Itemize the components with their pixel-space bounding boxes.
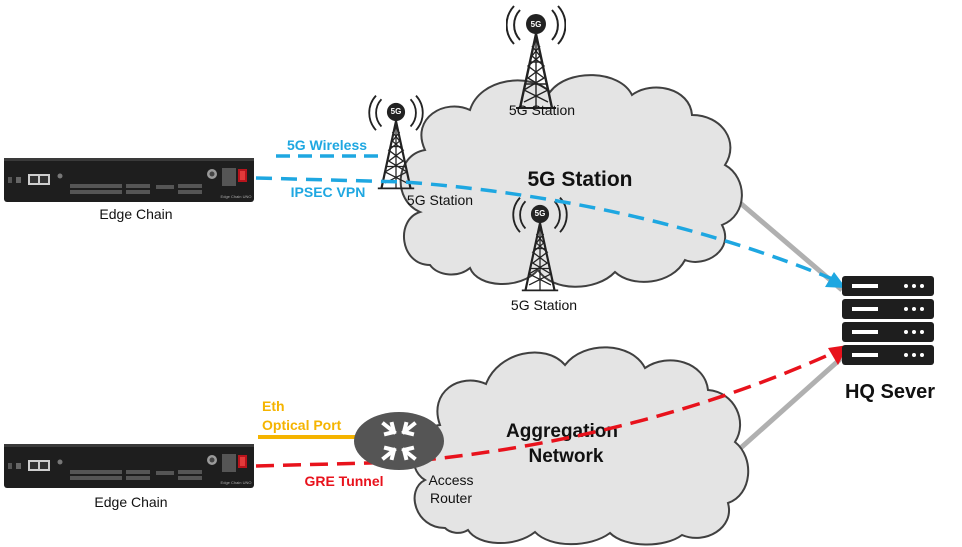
tower-left-badge: 5G <box>391 107 402 116</box>
hq-server-label: HQ Sever <box>845 381 935 403</box>
top-cloud <box>399 74 743 288</box>
top-cloud-title: 5G Station <box>527 168 632 191</box>
ipsec-vpn-link <box>255 176 836 282</box>
ipsec-vpn-label: IPSEC VPN <box>291 184 366 200</box>
tower-bottom-label: 5G Station <box>511 297 577 313</box>
hq-server <box>842 276 934 365</box>
tower-bottom-badge: 5G <box>535 209 546 218</box>
bottom-cloud-title-line2: Network <box>529 446 604 467</box>
gre-tunnel-label: GRE Tunnel <box>304 473 383 489</box>
access-router <box>354 412 444 470</box>
gre-tunnel-link <box>255 350 836 468</box>
router-label-line1: Access <box>428 472 473 488</box>
bottom-cloud-trunk-line <box>723 352 848 464</box>
tower-left-label: 5G Station <box>407 192 473 208</box>
edge-device-top-label: Edge Chain <box>99 206 172 222</box>
edge-device-bottom-label: Edge Chain <box>94 494 167 510</box>
eth-label-line1: Eth <box>262 398 285 414</box>
router-label-line2: Router <box>430 490 472 506</box>
wireless-link-label: 5G Wireless <box>287 137 367 153</box>
router-arrows-icon <box>381 421 417 461</box>
tower-left: 5G <box>368 94 424 190</box>
tower-top: 5G <box>506 4 566 110</box>
server-unit-2 <box>842 299 934 319</box>
server-unit-3 <box>842 322 934 342</box>
edge-device-top-faceplate: Edge Chain UNO <box>221 194 252 199</box>
tower-top-label: 5G Station <box>509 102 575 118</box>
edge-device-top <box>4 158 254 202</box>
ipsec-vpn-arrowhead <box>825 272 846 288</box>
server-unit-1 <box>842 276 934 296</box>
server-unit-4 <box>842 345 934 365</box>
tower-bottom: 5G <box>512 196 568 292</box>
edge-device-bottom <box>4 444 254 488</box>
bottom-cloud-title-line1: Aggregation <box>506 421 618 442</box>
tower-top-badge: 5G <box>531 20 542 29</box>
eth-label-line2: Optical Port <box>262 417 342 433</box>
edge-device-bottom-faceplate: Edge Chain UNO <box>221 480 252 485</box>
